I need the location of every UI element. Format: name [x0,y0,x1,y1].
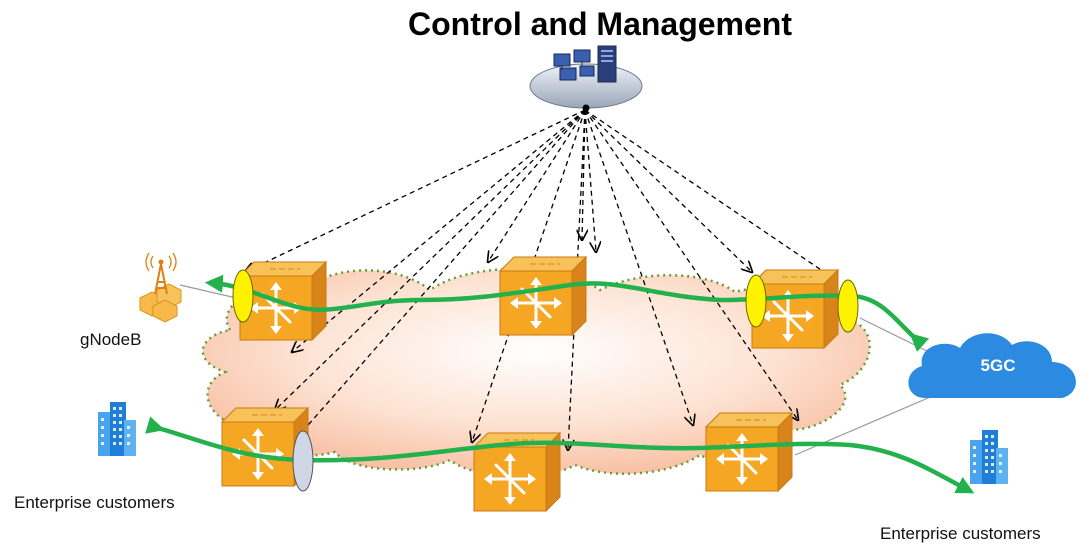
service-endpoint [745,274,767,328]
service-endpoint [837,279,859,333]
management-server-icon [529,45,643,112]
cell-tower-icon [139,252,182,323]
router-icon [498,255,588,337]
cloud-icon [908,333,1076,398]
building-icon [970,430,1008,484]
core-network-label: 5GC [980,356,1016,375]
enterprise-customers-right-label: Enterprise customers [880,524,1041,543]
service-path-bottom [145,416,975,494]
service-endpoint [292,430,314,492]
router-icon [704,411,794,493]
diagram-title: Control and Management [407,6,792,42]
service-endpoint [232,269,254,323]
gnodeb-label: gNodeB [80,330,142,349]
building-icon [98,402,136,456]
enterprise-customers-left-label: Enterprise customers [14,493,175,512]
